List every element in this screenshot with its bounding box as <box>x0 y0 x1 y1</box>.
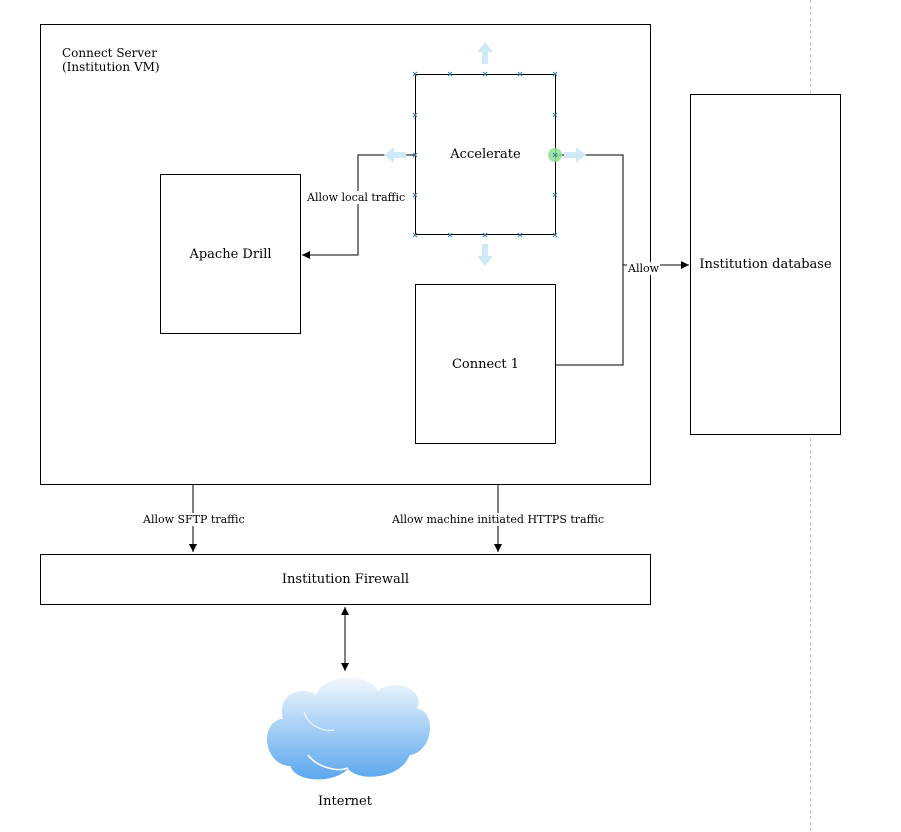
edge-label-allow-https: Allow machine initiated HTTPS traffic <box>391 513 606 526</box>
accelerate-node[interactable]: Accelerate <box>415 74 556 235</box>
edge-label-allow-local: Allow local traffic <box>306 191 407 204</box>
institution-firewall-label: Institution Firewall <box>281 572 410 587</box>
institution-firewall-node[interactable]: Institution Firewall <box>40 554 651 605</box>
internet-label: Internet <box>318 794 372 809</box>
institution-database-node[interactable]: Institution database <box>690 94 841 435</box>
institution-database-label: Institution database <box>699 257 832 272</box>
connect-server-title: Connect Server <box>62 46 157 60</box>
connect1-label: Connect 1 <box>451 357 520 372</box>
apache-drill-label: Apache Drill <box>189 247 272 262</box>
apache-drill-node[interactable]: Apache Drill <box>160 174 301 334</box>
connect-server-container[interactable]: Connect Server (Institution VM) <box>40 24 651 485</box>
connect-server-subtitle: (Institution VM) <box>62 60 160 74</box>
accelerate-label: Accelerate <box>450 147 521 162</box>
edge-label-allow: Allow <box>627 262 661 275</box>
edge-connect1-to-database[interactable] <box>556 265 624 366</box>
edge-label-allow-sftp: Allow SFTP traffic <box>142 513 246 526</box>
connect1-node[interactable]: Connect 1 <box>415 284 556 444</box>
internet-cloud-icon[interactable] <box>265 676 432 781</box>
